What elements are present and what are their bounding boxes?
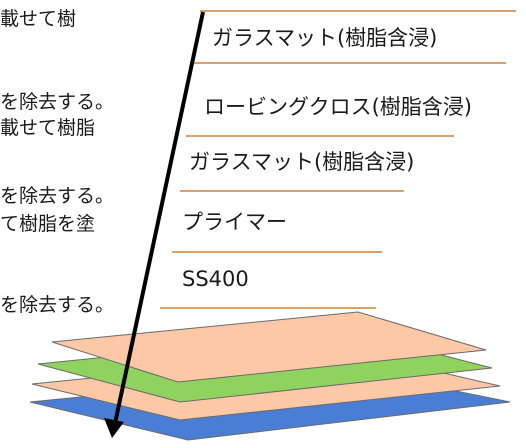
sheet-peach-top <box>51 311 487 383</box>
layer-label-glass-mat-bottom: ガラスマット(樹脂含浸) <box>189 150 415 174</box>
note-line-6: を除去する。 <box>0 294 115 316</box>
layer-label-primer: プライマー <box>182 210 287 234</box>
layer-label-roving-cloth: ロービングクロス(樹脂含浸) <box>204 95 472 119</box>
note-line-1: 載せて樹 <box>0 8 77 30</box>
leader-rule-4 <box>172 251 382 253</box>
arrow-head <box>104 418 124 438</box>
leader-rule-1 <box>192 62 506 64</box>
leader-rule-2 <box>186 135 454 137</box>
note-line-5: て樹脂を塗 <box>0 213 96 235</box>
layer-label-ss400: SS400 <box>182 267 249 291</box>
note-line-3: 載せて樹脂 <box>0 117 96 139</box>
arrow-shaft <box>112 11 205 429</box>
layer-label-glass-mat-top: ガラスマット(樹脂含浸) <box>212 26 438 50</box>
leader-rule-top <box>200 10 516 12</box>
leader-rule-3 <box>180 190 404 192</box>
note-line-4: を除去する。 <box>0 185 115 207</box>
leader-rule-5 <box>160 307 376 309</box>
note-line-2: を除去する。 <box>0 91 115 113</box>
